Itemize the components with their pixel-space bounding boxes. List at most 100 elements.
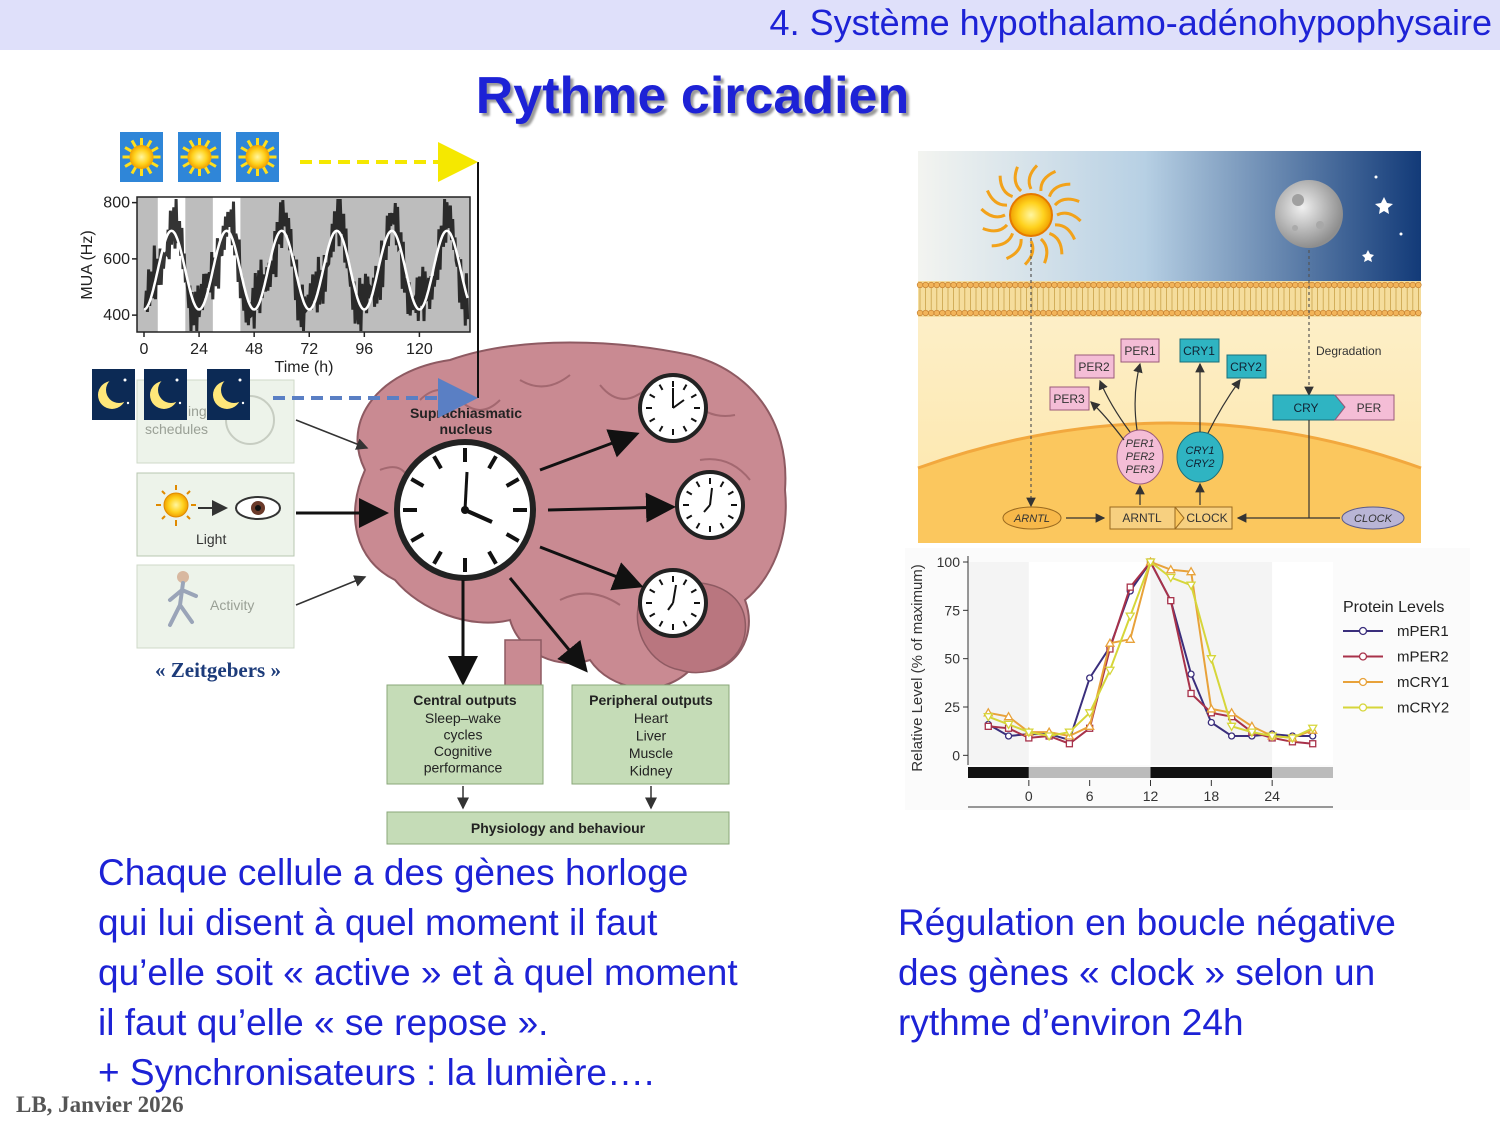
scn-label-line1: Suprachiasmatic: [410, 405, 522, 421]
per-complex-item: PER3: [1126, 464, 1156, 476]
data-point: [1086, 674, 1094, 682]
footer-author-date: LB, Janvier 2026: [16, 1092, 184, 1117]
moon-icon: [92, 369, 135, 420]
degradation-label: Degradation: [1316, 344, 1381, 358]
data-point: [1187, 670, 1195, 678]
per1-box: PER1: [1124, 344, 1156, 358]
mua-xlabel: Time (h): [275, 359, 334, 376]
clock-box: CLOCK: [1186, 511, 1227, 525]
physiology-label: Physiology and behaviour: [471, 820, 646, 836]
scn-label-line2: nucleus: [440, 421, 493, 437]
star-icon: [1362, 175, 1403, 262]
right-text-line: Régulation en boucle négative: [898, 902, 1396, 943]
mua-ylabel: MUA (Hz): [79, 230, 96, 299]
data-point: [1167, 597, 1175, 605]
data-point: [1187, 689, 1195, 698]
left-paragraph: Chaque cellule a des gènes horloge qui l…: [98, 848, 738, 1098]
zeitgebers-caption: « Zeitgebers »: [155, 658, 281, 682]
mua-ytick: 400: [103, 307, 130, 324]
data-point: [1206, 655, 1217, 664]
data-point: [984, 722, 992, 730]
legend-item: mCRY1: [1343, 674, 1449, 691]
cry2-box: CRY2: [1230, 360, 1262, 374]
data-point: [1145, 558, 1156, 568]
moon-icon: [144, 369, 187, 420]
right-paragraph: Régulation en boucle négative des gènes …: [898, 898, 1396, 1048]
mua-xtick: 96: [355, 341, 373, 358]
data-point: [1307, 724, 1318, 734]
physiology-box: Physiology and behaviour: [386, 811, 730, 845]
mua-ytick: 800: [103, 195, 130, 212]
left-text-line: qui lui disent à quel moment il faut: [98, 902, 658, 943]
data-point: [1126, 583, 1134, 591]
arntl-box: ARNTL: [1122, 511, 1162, 525]
left-text-line: qu’elle soit « active » et à quel moment: [98, 952, 738, 993]
cry-complex-item: CRY1: [1186, 445, 1215, 457]
legend-item: mPER2: [1343, 649, 1449, 666]
data-point: [1084, 709, 1095, 719]
protein-chart-ylabel: Relative Level (% of maximum): [909, 564, 926, 772]
header-bar: 4. Système hypothalamo-adénohypophysaire: [0, 0, 1500, 50]
zeitgeber-activity: Activity: [136, 564, 295, 649]
left-text-line: Chaque cellule a des gènes horloge: [98, 852, 689, 893]
peripheral-clock-middle: [675, 470, 745, 540]
data-point: [1004, 732, 1013, 740]
per-box: PER: [1357, 401, 1382, 415]
data-point: [1287, 734, 1298, 744]
data-point: [1206, 703, 1217, 713]
legend-label: mCRY1: [1397, 674, 1449, 691]
cry-box: CRY: [1293, 401, 1318, 415]
left-text-line: il faut qu’elle « se repose ».: [98, 1002, 549, 1043]
protein-chart-xtick: 6: [1086, 788, 1094, 804]
protein-chart-xtick: 18: [1204, 788, 1220, 804]
peripheral-output-item: Liver: [636, 728, 667, 744]
protein-chart-ytick: 100: [937, 554, 961, 570]
mua-xtick: 24: [190, 341, 208, 358]
legend-item: mCRY2: [1343, 700, 1449, 717]
series-mCRY2: [983, 558, 1318, 744]
sun-icon: [236, 132, 279, 182]
protein-chart-ytick: 75: [944, 602, 960, 618]
zeitgeber-light-label: Light: [196, 531, 226, 547]
legend-item: mPER1: [1343, 623, 1449, 640]
peripheral-clock-top: [638, 373, 708, 443]
right-text-line: des gènes « clock » selon un: [898, 952, 1376, 993]
left-text-line: + Synchronisateurs : la lumière….: [98, 1052, 655, 1093]
central-outputs-title: Central outputs: [413, 692, 517, 708]
data-point: [1267, 732, 1278, 742]
data-point: [1084, 721, 1095, 730]
mua-xtick: 0: [140, 341, 149, 358]
legend-label: mCRY2: [1397, 700, 1449, 717]
peripheral-output-item: Heart: [634, 710, 668, 726]
sun-icon: [980, 164, 1082, 266]
data-point: [1226, 722, 1237, 732]
cry1-box: CRY1: [1183, 344, 1215, 358]
central-outputs-box: Central outputs Sleep–wakecyclesCognitiv…: [386, 684, 544, 785]
data-point: [1125, 612, 1136, 622]
central-output-item: performance: [424, 760, 503, 776]
protein-chart-ytick: 25: [944, 699, 960, 715]
per2-box: PER2: [1078, 360, 1110, 374]
legend-label: mPER1: [1397, 623, 1449, 640]
mua-xtick: 72: [300, 341, 318, 358]
sun-icon: [178, 132, 221, 182]
mua-xtick: 120: [406, 341, 433, 358]
data-point: [1246, 728, 1258, 738]
peripheral-outputs-box: Peripheral outputs HeartLiverMuscleKidne…: [571, 684, 730, 785]
legend-label: mPER2: [1397, 649, 1449, 666]
sun-icons: [120, 132, 279, 182]
zeitgeber-activity-label: Activity: [210, 597, 254, 613]
data-point: [1226, 707, 1237, 717]
per-complex-item: PER2: [1126, 451, 1155, 463]
peripheral-clock-bottom: [638, 568, 708, 638]
clock-gene: CLOCK: [1354, 513, 1393, 525]
data-point: [1003, 711, 1014, 721]
data-point: [1104, 637, 1116, 647]
mua-xtick: 48: [245, 341, 263, 358]
